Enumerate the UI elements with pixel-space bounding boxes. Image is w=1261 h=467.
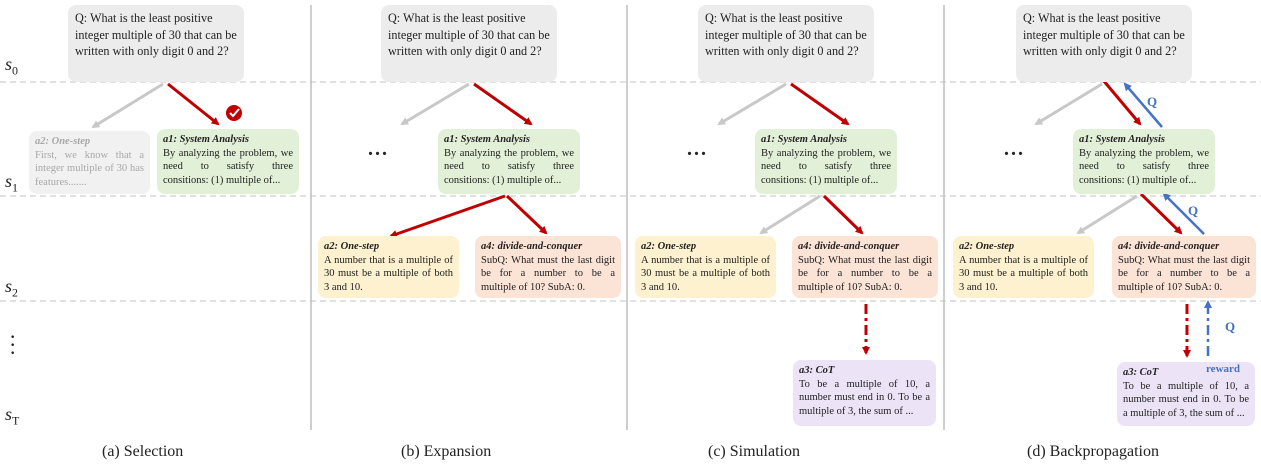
edge-red-d: [1101, 79, 1142, 126]
question-box-c: Q: What is the least positive integer mu…: [698, 5, 874, 82]
node-a3-panel-d: a3: CoT To be a multiple of 10, a number…: [1117, 362, 1255, 426]
edge-blue-d: [1123, 82, 1163, 128]
node-a4-panel-c: a4: divide-and-conquer SubQ: What must t…: [792, 236, 938, 298]
vertical-ellipsis: ···: [9, 324, 17, 365]
state-label-s2: s2: [5, 276, 19, 300]
edge-grey-c2: [759, 194, 821, 235]
node-a4-panel-d: a4: divide-and-conquer SubQ: What must t…: [1112, 236, 1256, 298]
panel-label-selection: (a) Selection: [102, 443, 184, 460]
node-a1-panel-d: a1: System Analysis By analyzing the pro…: [1073, 129, 1215, 194]
edge-grey-b: [400, 82, 470, 126]
state-label-s0: s0: [5, 54, 19, 78]
question-box-b: Q: What is the least positive integer mu…: [381, 5, 557, 82]
state-label-sT: sT: [5, 404, 20, 428]
edge-red-d2: [1139, 192, 1183, 235]
edge-red-a: [167, 82, 220, 126]
node-a4-panel-b: a4: divide-and-conquer SubQ: What must t…: [475, 236, 621, 298]
ellipsis-c: ...: [687, 138, 708, 160]
node-a2-greyed: a2: One-step First, we know that a integ…: [29, 131, 150, 194]
question-box-d: Q: What is the least positive integer mu…: [1016, 5, 1192, 82]
node-a2-panel-c: a2: One-step A number that is a multiple…: [635, 236, 776, 298]
node-a2-panel-d: a2: One-step A number that is a multiple…: [953, 236, 1094, 298]
question-box-a: Q: What is the least positive integer mu…: [68, 5, 244, 82]
edge-grey-a: [91, 82, 164, 129]
level-separators: [0, 81, 1261, 302]
panel-label-expansion: (b) Expansion: [401, 443, 492, 460]
edge-red-b3: [505, 194, 548, 235]
edge-grey-d: [1034, 82, 1103, 126]
edge-red-b: [473, 82, 533, 126]
edge-red-c: [790, 82, 850, 126]
node-a1-panel-b: a1: System Analysis By analyzing the pro…: [438, 129, 580, 194]
state-label-s1: s1: [5, 171, 19, 195]
q-annotation-2: Q: [1188, 203, 1199, 218]
edge-grey-c: [717, 82, 787, 126]
q-annotation-1: Q: [1147, 94, 1158, 109]
node-a1-panel-a: a1: System Analysis By analyzing the pro…: [157, 129, 299, 194]
node-a1-panel-c: a1: System Analysis By analyzing the pro…: [755, 129, 897, 194]
panel-label-simulation: (c) Simulation: [708, 443, 800, 460]
panel-label-backpropagation: (d) Backpropagation: [1027, 443, 1159, 460]
node-a3-panel-c: a3: CoT To be a multiple of 10, a number…: [793, 360, 936, 426]
node-a2-panel-b: a2: One-step A number that is a multiple…: [318, 236, 459, 298]
edge-blue-d2: [1162, 192, 1205, 235]
check-icon: [226, 105, 242, 121]
panel-separators: [310, 5, 945, 430]
reward-annotation: reward: [1206, 363, 1241, 375]
edge-red-b2: [389, 194, 506, 238]
edge-grey-d2: [1076, 194, 1138, 235]
edge-red-c2: [822, 194, 864, 235]
ellipsis-b: ...: [368, 138, 389, 160]
q-annotation-3: Q: [1225, 319, 1236, 334]
ellipsis-d: ...: [1004, 138, 1025, 160]
